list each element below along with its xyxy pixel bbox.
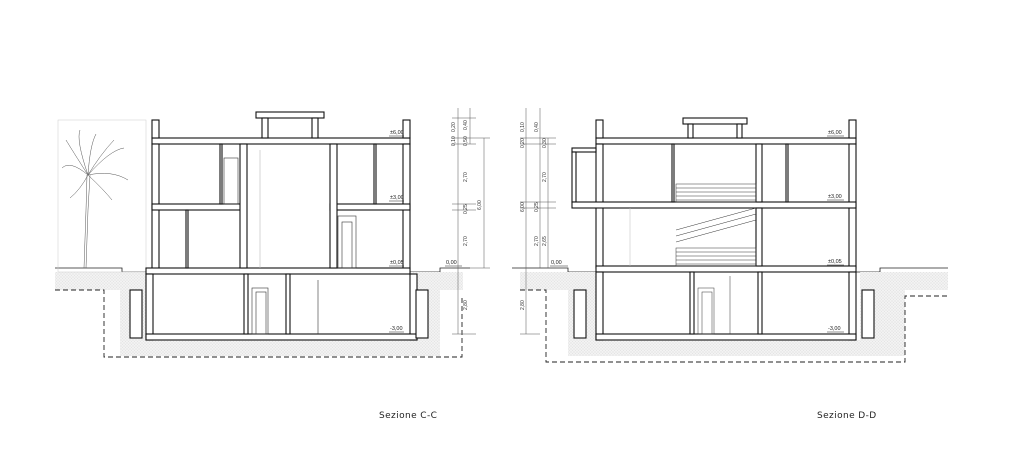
dim-value: 0,10 [520, 122, 526, 132]
staircase [629, 183, 757, 335]
level-label: ±6,00 [390, 130, 404, 136]
dim-value: 2,70 [542, 172, 548, 182]
dimension-chains [452, 108, 490, 335]
dim-value: 0,50 [463, 136, 469, 146]
level-label: 0,00 [551, 260, 562, 266]
dimension-values: 0,10 0,40 0,20 0,30 2,70 0,25 6,00 2,70 … [520, 122, 548, 310]
dim-value: 2,70 [534, 236, 540, 246]
dim-value: 2,65 [542, 236, 548, 246]
dim-value: 2,70 [463, 172, 469, 182]
door-openings [223, 150, 357, 335]
dim-value: 0,25 [463, 204, 469, 214]
dim-value: 0,20 [520, 138, 526, 148]
dimension-values: 0,20 0,40 0,10 0,50 2,70 6,00 0,25 2,70 … [451, 120, 483, 310]
level-label: -3,00 [828, 326, 841, 332]
soil-hatch [55, 272, 463, 358]
section-cc: ±6,00 ±3,00 ±0,05 0,00 -3,00 [55, 108, 490, 358]
level-label: ±0,05 [828, 259, 842, 265]
building-walls [571, 117, 875, 341]
section-dd: ±6,00 ±3,00 ±0,05 0,00 -3,00 [512, 108, 948, 363]
dim-value: 2,80 [463, 300, 469, 310]
level-label: ±3,00 [390, 195, 404, 201]
building-walls [129, 111, 429, 341]
dim-value: 6,00 [520, 202, 526, 212]
dim-value: 6,00 [477, 200, 483, 210]
dim-value: 0,20 [451, 122, 457, 132]
section-title-cc: Sezione C-C [379, 411, 438, 421]
dim-value: 0,25 [534, 202, 540, 212]
dim-value: 0,40 [534, 122, 540, 132]
level-label: ±3,00 [828, 194, 842, 200]
section-title-dd: Sezione D-D [817, 411, 877, 421]
dim-value: 2,80 [520, 300, 526, 310]
level-label: -3,00 [390, 326, 403, 332]
level-label: 0,00 [446, 260, 457, 266]
dimension-chains [520, 108, 556, 335]
dim-value: 0,10 [451, 136, 457, 146]
dim-value: 0,30 [542, 138, 548, 148]
level-labels: ±6,00 ±3,00 ±0,05 0,00 -3,00 [389, 130, 462, 333]
dim-value: 0,40 [463, 120, 469, 130]
level-label: ±0,05 [390, 260, 404, 266]
level-labels: ±6,00 ±3,00 ±0,05 0,00 -3,00 [550, 130, 844, 333]
palm-tree-drawing [57, 119, 147, 273]
level-label: ±6,00 [828, 130, 842, 136]
dim-value: 2,70 [463, 236, 469, 246]
